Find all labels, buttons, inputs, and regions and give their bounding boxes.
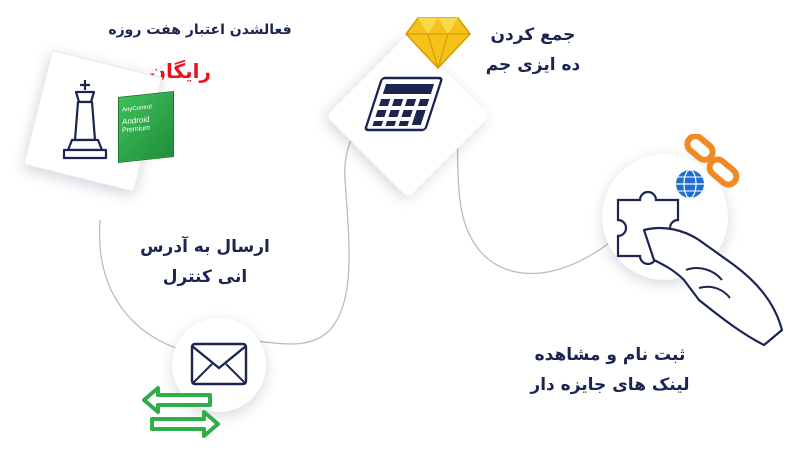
product-brand: AnyControl xyxy=(122,104,152,114)
register-title: ثبت نام و مشاهده لینک های جایزه دار xyxy=(500,340,720,400)
activate-line-1: فعالشدن اعتبار هفت روزه xyxy=(108,22,292,38)
activate-title: فعالشدن اعتبار هفت روزه xyxy=(70,18,330,42)
send-line-1: ارسال به آدرس xyxy=(140,237,270,257)
calculator-icon xyxy=(364,76,443,132)
gem-icon xyxy=(405,17,471,70)
step-register xyxy=(590,134,800,360)
chess-king-icon xyxy=(62,80,108,160)
send-line-2: انی کنترل xyxy=(162,267,248,287)
register-line-1: ثبت نام و مشاهده xyxy=(534,345,686,365)
send-title: ارسال به آدرس انی کنترل xyxy=(120,232,290,292)
envelope-icon xyxy=(190,342,248,386)
puzzle-hand-icon xyxy=(616,190,784,347)
product-line-2: Premium xyxy=(122,124,151,135)
product-box-icon: AnyControl Android Premium xyxy=(118,91,174,163)
collect-title: جمع کردن ده ایزی جم xyxy=(468,20,598,80)
globe-icon xyxy=(676,169,704,199)
register-line-2: لینک های جایزه دار xyxy=(530,375,690,395)
chain-icon xyxy=(684,134,740,188)
collect-line-1: جمع کردن xyxy=(490,25,576,45)
collect-line-2: ده ایزی جم xyxy=(485,55,581,75)
arrows-exchange-icon xyxy=(142,386,220,438)
